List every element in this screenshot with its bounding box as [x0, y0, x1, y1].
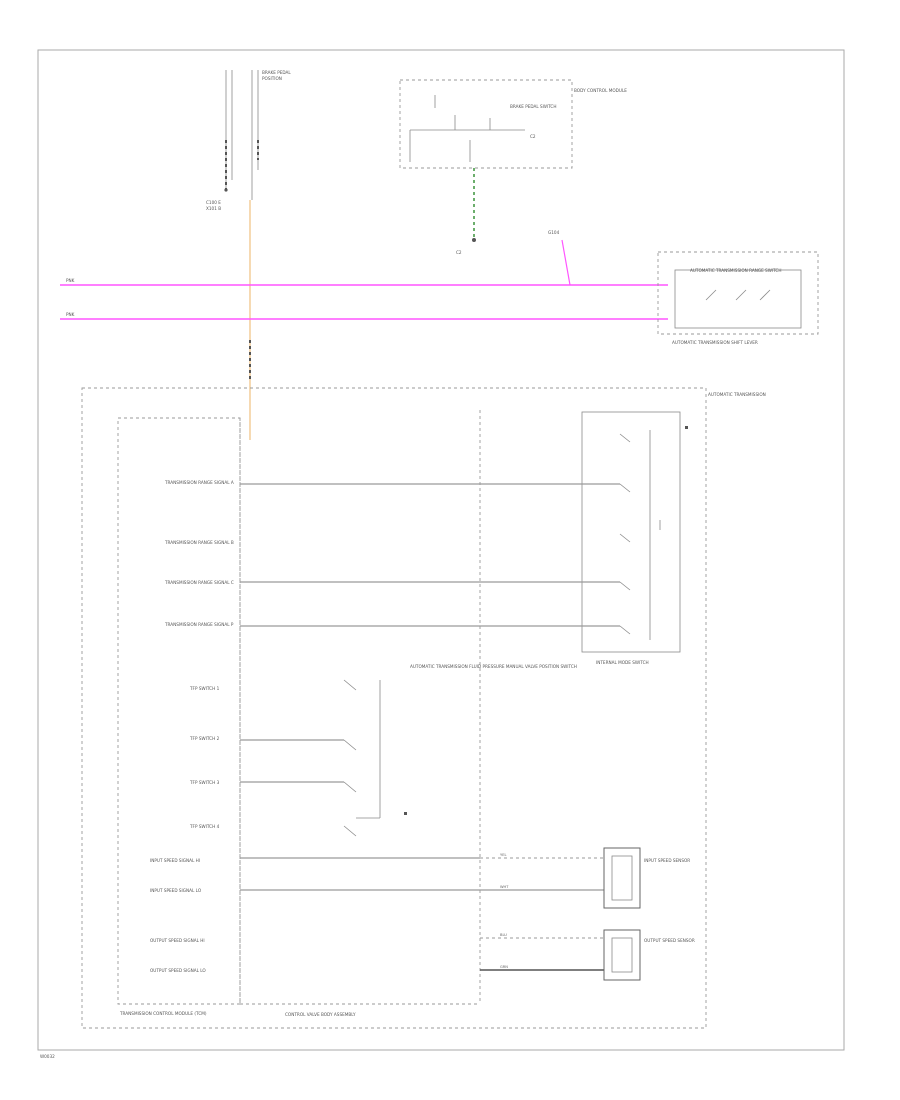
svg-text:YEL: YEL: [500, 853, 506, 857]
sig-p-label: TRANSMISSION RANGE SIGNAL P: [164, 622, 234, 627]
range-switch-caption: AUTOMATIC TRANSMISSION SHIFT LEVER: [672, 340, 758, 345]
top-wire-label-b: POSITION: [262, 76, 282, 81]
range-switch-title: AUTOMATIC TRANSMISSION RANGE SWITCH: [690, 268, 781, 273]
iss-lo-label: INPUT SPEED SIGNAL LO: [150, 888, 202, 893]
internal-mode-switches: [619, 426, 688, 640]
internal-mode-label: INTERNAL MODE SWITCH: [596, 660, 649, 665]
footer-id: W0032: [40, 1054, 55, 1059]
internal-mode-switch-box: [581, 411, 681, 653]
output-speed-sensor: OUTPUT SPEED SENSOR: [603, 929, 695, 981]
sig-c-label: TRANSMISSION RANGE SIGNAL C: [164, 580, 234, 585]
input-speed-sensor: INPUT SPEED SENSOR: [603, 847, 690, 909]
tcm-label: TRANSMISSION CONTROL MODULE (TCM): [119, 1011, 207, 1016]
output-speed-label: OUTPUT SPEED SENSOR: [644, 938, 695, 943]
brake-switch-outline: [399, 79, 573, 169]
ground-dot: [224, 188, 228, 192]
svg-text:WHT: WHT: [500, 885, 509, 889]
oss-lo-label: OUTPUT SPEED SIGNAL LO: [150, 968, 206, 973]
sig-a-label: TRANSMISSION RANGE SIGNAL A: [164, 480, 234, 485]
top-left-connector-group: BRAKE PEDAL POSITION C100 E X101 B: [206, 70, 291, 211]
range-signal-lines: TRANSMISSION RANGE SIGNAL A TRANSMISSION…: [164, 480, 620, 627]
brake-switch-inner-label-2: C2: [530, 134, 536, 139]
tfp-3-label: TFP SWITCH 3: [189, 780, 220, 785]
svg-text:GRN: GRN: [500, 965, 508, 969]
top-wire-label-a: BRAKE PEDAL: [262, 70, 291, 75]
diagram-border: [37, 49, 845, 1051]
ground-label: G104: [548, 230, 560, 235]
tcm-outline: [117, 417, 241, 1005]
sig-b-label: TRANSMISSION RANGE SIGNAL B: [164, 540, 234, 545]
speed-sensor-wires: INPUT SPEED SIGNAL HI YEL INPUT SPEED SI…: [150, 853, 604, 973]
transmission-outline: [81, 387, 707, 1029]
range-switch-outline: [657, 251, 819, 335]
tfp-4-label: TFP SWITCH 4: [189, 824, 220, 829]
green-wire-terminal: [472, 238, 476, 242]
iss-hi-label: INPUT SPEED SIGNAL HI: [150, 858, 200, 863]
input-speed-label: INPUT SPEED SENSOR: [644, 858, 690, 863]
brake-switch-inner-label: BRAKE PEDAL SWITCH: [510, 104, 556, 109]
brake-switch-box-title: BODY CONTROL MODULE: [574, 88, 627, 93]
transmission-label: AUTOMATIC TRANSMISSION: [708, 392, 766, 397]
tfp-switches: TFP SWITCH 1 TFP SWITCH 2 TFP SWITCH 3 T…: [189, 664, 577, 837]
tfp-2-label: TFP SWITCH 2: [189, 736, 220, 741]
top-connector-label-a: C100 E: [206, 200, 221, 205]
pink-wire-1-label: PNK: [66, 278, 75, 283]
top-connector-label-b: X101 B: [206, 206, 221, 211]
tfp-1-label: TFP SWITCH 1: [189, 686, 220, 691]
pink-ground-wire: [561, 239, 571, 286]
control-valve-label: CONTROL VALVE BODY ASSEMBLY: [285, 1012, 356, 1017]
pink-wire-2-label: PNK: [66, 312, 75, 317]
brake-switch-box: BODY CONTROL MODULE BRAKE PEDAL SWITCH C…: [399, 79, 627, 169]
svg-text:BLU: BLU: [500, 933, 507, 937]
oss-hi-label: OUTPUT SPEED SIGNAL HI: [150, 938, 205, 943]
pressure-switch-label: AUTOMATIC TRANSMISSION FLUID PRESSURE MA…: [410, 664, 577, 669]
range-switch-box: AUTOMATIC TRANSMISSION RANGE SWITCH AUTO…: [657, 251, 819, 345]
green-connector-label: C2: [456, 250, 462, 255]
